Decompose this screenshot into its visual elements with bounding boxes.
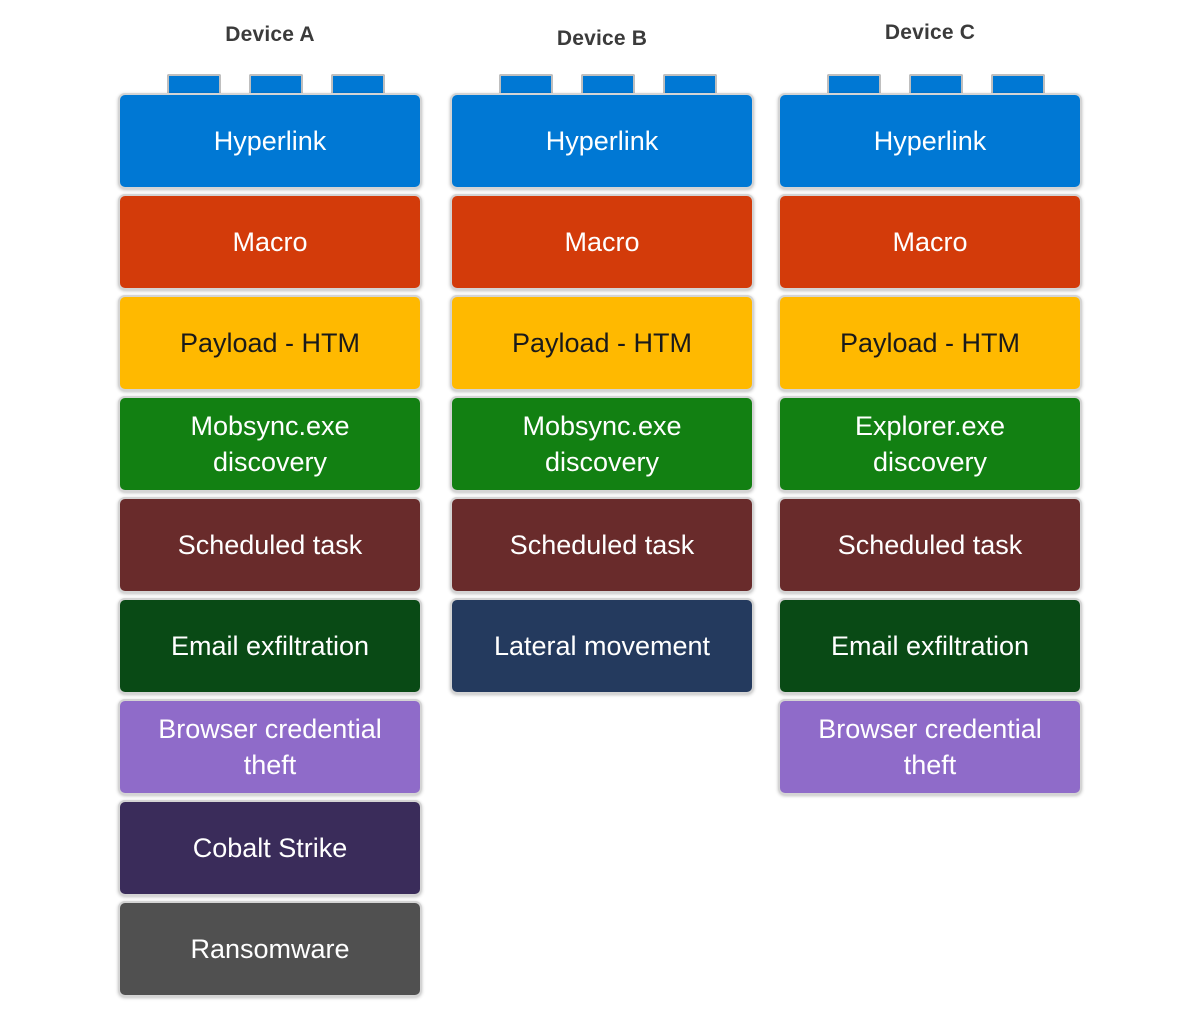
attack-step-label: Email exfiltration: [170, 630, 370, 661]
attack-step-block: Payload - HTM: [450, 295, 754, 391]
attack-step-stack: Hyperlink Macro Payload - HTM Explorer.e…: [778, 93, 1082, 795]
attack-step-label: Scheduled task: [509, 529, 695, 560]
attack-step-label: Cobalt Strike: [192, 832, 348, 863]
brick-stud: [167, 74, 221, 95]
attack-step-block: Mobsync.exe discovery: [450, 396, 754, 492]
attack-step-label: Macro: [892, 226, 968, 257]
attack-step-label: Hyperlink: [213, 125, 327, 156]
attack-step-label: Hyperlink: [873, 125, 987, 156]
brick-stud: [909, 74, 963, 95]
attack-step-block: Cobalt Strike: [118, 800, 422, 896]
attack-step-label: Explorer.exe discovery: [854, 410, 1006, 477]
attack-step-block: Macro: [450, 194, 754, 290]
brick-stud: [991, 74, 1045, 95]
device-title: Device A: [225, 23, 315, 46]
attack-step-block: Payload - HTM: [778, 295, 1082, 391]
attack-step-block: Mobsync.exe discovery: [118, 396, 422, 492]
attack-step-block: Hyperlink: [450, 93, 754, 189]
device-title: Device C: [884, 21, 976, 44]
device-column: Device A Hyperlink Macro Payload - HTM M…: [118, 0, 422, 997]
attack-step-block: Scheduled task: [450, 497, 754, 593]
attack-step-label: Browser credential theft: [818, 713, 1042, 780]
attack-step-label: Ransomware: [190, 933, 350, 964]
attack-step-stack: Hyperlink Macro Payload - HTM Mobsync.ex…: [450, 93, 754, 694]
attack-step-block: Explorer.exe discovery: [778, 396, 1082, 492]
attack-step-block: Scheduled task: [778, 497, 1082, 593]
attack-step-block: Hyperlink: [118, 93, 422, 189]
device-column: Device B Hyperlink Macro Payload - HTM M…: [450, 0, 754, 694]
attack-step-label: Macro: [564, 226, 640, 257]
brick-studs: [118, 74, 422, 95]
attack-step-label: Hyperlink: [545, 125, 659, 156]
attack-step-label: Payload - HTM: [511, 327, 693, 358]
attack-step-block: Scheduled task: [118, 497, 422, 593]
device-title: Device B: [556, 27, 648, 50]
attack-step-block: Ransomware: [118, 901, 422, 997]
attack-step-block: Lateral movement: [450, 598, 754, 694]
attack-step-block: Browser credential theft: [778, 699, 1082, 795]
attack-step-block: Hyperlink: [778, 93, 1082, 189]
device-column: Device C Hyperlink Macro Payload - HTM E…: [778, 0, 1082, 795]
attack-step-block: Macro: [118, 194, 422, 290]
brick-stud: [249, 74, 303, 95]
attack-step-block: Payload - HTM: [118, 295, 422, 391]
attack-step-label: Scheduled task: [837, 529, 1023, 560]
brick-stud: [663, 74, 717, 95]
brick-stud: [499, 74, 553, 95]
attack-step-label: Email exfiltration: [830, 630, 1030, 661]
attack-step-block: Email exfiltration: [778, 598, 1082, 694]
attack-step-block: Browser credential theft: [118, 699, 422, 795]
attack-step-label: Browser credential theft: [158, 713, 382, 780]
attack-step-label: Lateral movement: [493, 630, 711, 661]
brick-stud: [331, 74, 385, 95]
attack-step-label: Mobsync.exe discovery: [190, 410, 350, 477]
attack-step-label: Payload - HTM: [839, 327, 1021, 358]
brick-studs: [778, 74, 1082, 95]
attack-step-stack: Hyperlink Macro Payload - HTM Mobsync.ex…: [118, 93, 422, 997]
brick-studs: [450, 74, 754, 95]
brick-stud: [827, 74, 881, 95]
attack-step-label: Mobsync.exe discovery: [522, 410, 682, 477]
attack-step-label: Payload - HTM: [179, 327, 361, 358]
attack-step-block: Email exfiltration: [118, 598, 422, 694]
brick-stud: [581, 74, 635, 95]
attack-step-label: Macro: [232, 226, 308, 257]
attack-step-label: Scheduled task: [177, 529, 363, 560]
attack-step-block: Macro: [778, 194, 1082, 290]
